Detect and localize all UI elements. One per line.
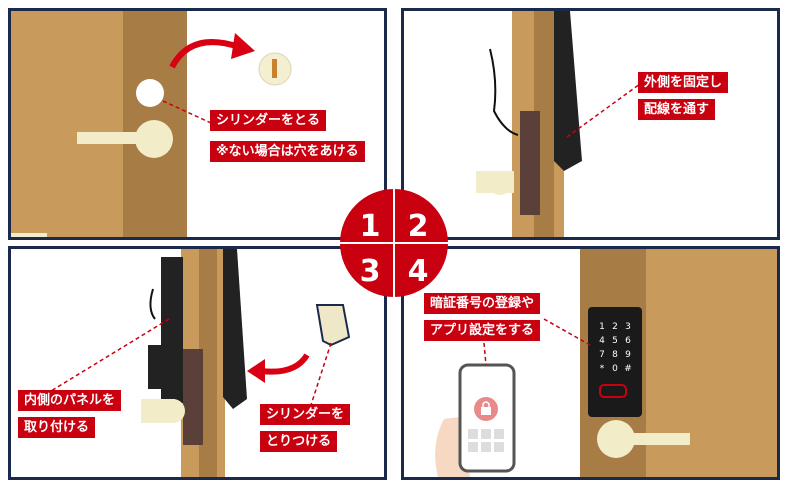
step-number-3: 3 bbox=[360, 254, 381, 289]
step-1-panel: シリンダーをとる ※ない場合は穴をあける bbox=[8, 8, 387, 240]
step-1-label-1: シリンダーをとる bbox=[210, 110, 327, 131]
keypad-digit: * bbox=[600, 364, 605, 374]
step-2-label-2: 配線を通す bbox=[638, 99, 716, 120]
keypad-digit: 7 bbox=[599, 350, 605, 360]
step-1-illustration bbox=[11, 11, 384, 237]
leader-line-1 bbox=[50, 318, 170, 392]
cylinder-hole bbox=[136, 79, 164, 107]
app-button bbox=[468, 442, 478, 452]
keypad-digit: 8 bbox=[612, 350, 618, 360]
step-2-illustration bbox=[476, 11, 645, 237]
handle-rose bbox=[488, 171, 512, 195]
keypad-digit: 3 bbox=[625, 322, 631, 332]
step-2-label-1: 外側を固定し bbox=[638, 72, 729, 93]
keypad-digit: 0 bbox=[612, 364, 618, 374]
latch-plate bbox=[183, 349, 203, 445]
step-3-label-3: シリンダーを bbox=[260, 404, 351, 425]
outer-unit bbox=[554, 11, 582, 171]
app-button bbox=[481, 429, 491, 439]
cylinder-part bbox=[315, 304, 351, 347]
app-button bbox=[494, 442, 504, 452]
keypad-digit: 4 bbox=[599, 336, 605, 346]
step-3-label-2: 取り付ける bbox=[18, 417, 96, 438]
app-button bbox=[481, 442, 491, 452]
step-number-1: 1 bbox=[360, 209, 381, 244]
floor-strip bbox=[11, 233, 47, 237]
step-3-panel: 内側のパネルを 取り付ける シリンダーを とりつける bbox=[8, 246, 387, 480]
arrow-head bbox=[231, 33, 255, 59]
keypad-digit: 5 bbox=[612, 336, 618, 346]
latch-plate bbox=[520, 111, 540, 215]
door-face bbox=[11, 11, 123, 237]
keypad-digit: 2 bbox=[612, 322, 618, 332]
keypad-digit: 1 bbox=[599, 322, 605, 332]
leader-line bbox=[162, 100, 212, 124]
smart-lock-keypad bbox=[588, 307, 642, 417]
wire bbox=[489, 48, 519, 136]
door-edge bbox=[199, 249, 217, 477]
step-number-2: 2 bbox=[408, 209, 429, 244]
thumb-turn bbox=[148, 345, 183, 389]
app-button bbox=[468, 429, 478, 439]
cylinder-keyway bbox=[272, 59, 277, 78]
step-3-label-1: 内側のパネルを bbox=[18, 390, 122, 411]
outer-unit bbox=[223, 249, 247, 409]
lever-handle bbox=[630, 433, 690, 445]
step-4-label-1: 暗証番号の登録や bbox=[424, 293, 541, 314]
step-3-illustration bbox=[50, 249, 351, 477]
leader-line bbox=[566, 80, 645, 138]
lock-icon bbox=[481, 401, 491, 415]
wire bbox=[149, 288, 156, 320]
leader-line-1 bbox=[483, 342, 487, 366]
arrow-icon bbox=[169, 39, 240, 69]
handle-rose bbox=[135, 120, 173, 158]
keypad-digit: 9 bbox=[625, 350, 631, 360]
step-1-label-2: ※ない場合は穴をあける bbox=[210, 141, 365, 162]
keypad-digit: # bbox=[624, 364, 632, 374]
step-3-label-4: とりつける bbox=[260, 431, 338, 452]
step-number-4: 4 bbox=[408, 254, 429, 289]
keypad-digit: 6 bbox=[625, 336, 631, 346]
arrow-head bbox=[247, 359, 265, 383]
arrow-icon bbox=[260, 353, 310, 375]
handle-rose bbox=[161, 399, 185, 423]
handle-rose bbox=[597, 420, 635, 458]
step-4-label-2: アプリ設定をする bbox=[424, 320, 541, 341]
leader-line-2 bbox=[543, 318, 591, 346]
app-button bbox=[494, 429, 504, 439]
step-2-panel: 外側を固定し 配線を通す bbox=[401, 8, 780, 240]
fingerprint-sensor bbox=[599, 384, 627, 398]
step-number-badge: 1 2 3 4 bbox=[340, 189, 448, 297]
leader-line-2 bbox=[310, 342, 332, 406]
